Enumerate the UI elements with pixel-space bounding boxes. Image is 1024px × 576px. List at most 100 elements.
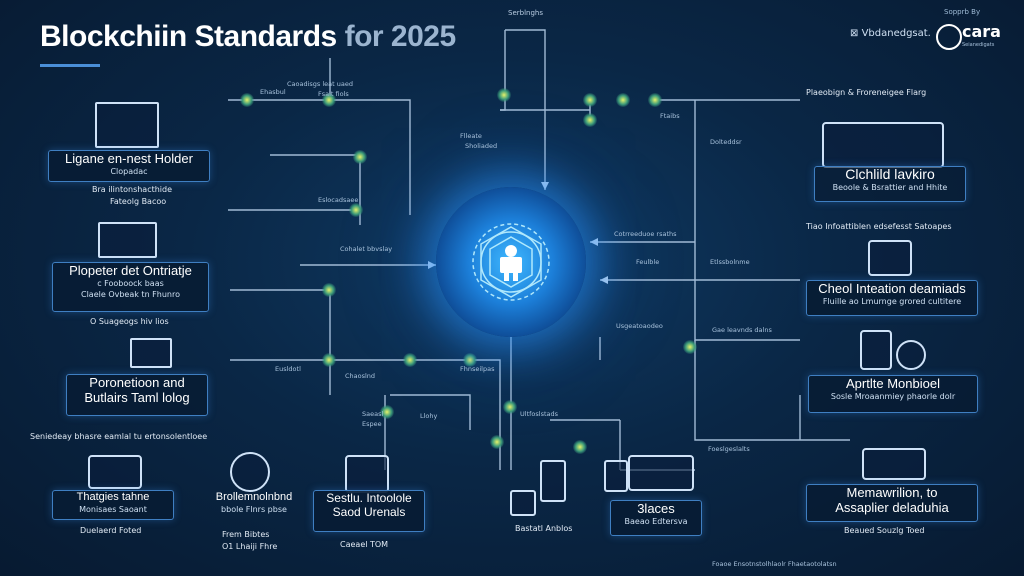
flow-label: Saeasl [362,410,384,418]
lock-screen-icon [822,122,944,168]
bottom-box-5-subtitle: Baeao Edtersva [624,517,688,526]
flow-label: Cohalet bbvslay [340,245,393,253]
monitor-icon [130,338,172,368]
shield-icon [896,340,926,370]
flow-label: Cotrreeduoe rsaths [614,230,677,238]
left-box-2-title: Plopeter det Ontriatje [69,263,192,278]
brand-circle-icon [936,24,962,50]
flow-label: Espee [362,420,382,428]
flow-node [583,113,597,127]
left-box-3[interactable]: Poronetioon and Butlairs Taml lolog [66,374,208,416]
flow-node [616,93,630,107]
brand-logo-left: ⊠ Vbdanedgsat. [850,28,931,39]
bottom-box-3-title: Sestlu. Intoolole [326,491,412,505]
right-box-2-header: Tiao Infoattiblen edsefesst Satoapes [806,222,952,231]
flow-node [497,88,511,102]
flow-label: Gae leavnds dalns [712,326,772,334]
left-box-1-caption-2: Fateolg Bacoo [110,197,167,206]
flow-node [380,405,394,419]
right-box-2-title: Cheol Inteation deamiads [818,281,966,296]
flow-label: Eusldotl [275,365,301,373]
flow-node [463,353,477,367]
left-box-3-caption: Seniedeay bhasre eamlal tu ertonsolentlo… [30,432,208,441]
bottom-box-5[interactable]: 3laces Baeao Edtersva [610,500,702,536]
gear-ring-icon [230,452,270,492]
bottom-box-3-caption: Caeael TOM [340,540,389,549]
bottom-box-2-title: Brollemnolnbnd [215,491,293,503]
flow-label: Foeslgeslalts [708,445,750,453]
flow-label: Chaoslnd [345,372,376,380]
flow-node [403,353,417,367]
brand-logo-right: cara [962,22,1001,41]
flow-label: Sholiaded [465,142,498,150]
page-title: Blockchiin Standards for 2025 [40,20,456,54]
flow-node [573,440,587,454]
right-box-4-title-2: Assaplier deladuhia [835,500,949,515]
left-box-2-subtitle: c Fooboock baas [97,279,164,288]
bottom-box-4-caption: Bastatl Anblos [515,524,573,533]
right-box-3[interactable]: Aprtlte Monbioel Sosle Mroaanmiey phaorl… [808,375,978,413]
flow-label: Dolteddsr [710,138,742,146]
bottom-box-2-caption-2: O1 Lhaiji Fhre [222,542,278,551]
flow-node [322,353,336,367]
title-main: Blockchiin Standards [40,20,345,53]
tablet-icon [860,330,892,370]
flow-label: Feulble [636,258,660,266]
left-box-1-subtitle: Clopadac [110,167,148,176]
flow-label: Llohy [420,412,438,420]
left-box-1-title: Ligane en-nest Holder [65,151,193,166]
flow-label: Flleate [460,132,482,140]
bottom-box-3[interactable]: Sestlu. Intoolole Saod Urenals [313,490,425,532]
flow-node [490,435,504,449]
server-icon [862,448,926,480]
flow-node [648,93,662,107]
flow-label: Caoadisgs leat uaed [287,80,354,88]
phone-icon-2 [510,490,536,516]
brand-right-small: Seianedigats [962,42,995,48]
flow-label: Etlssbolnme [710,258,750,266]
flow-label: Fsalt fiols [318,90,349,98]
phone-icon [540,460,566,502]
right-box-1[interactable]: Clchlild lavkiro Beoole & Bsrattier and … [814,166,966,202]
flow-label: Eslocadsaee [318,196,359,204]
bottom-box-1-caption: Duelaerd Foted [80,526,142,535]
flow-node [322,283,336,297]
left-box-2[interactable]: Plopeter det Ontriatje c Fooboock baas C… [52,262,209,312]
right-box-1-subtitle: Beoole & Bsrattier and Hhite [832,183,948,192]
title-sub: for 2025 [344,20,457,53]
bottom-box-2-caption: Frem Bibtes [222,530,270,539]
right-box-2-subtitle: Fluille ao Lmurnge grored cultitere [822,297,962,306]
left-box-1[interactable]: Ligane en-nest Holder Clopadac [48,150,210,182]
right-box-4-caption: Beaued Souzlg Toed [844,526,925,535]
left-box-3-title-2: Butlairs Taml lolog [84,390,190,405]
bottom-box-1-title: Thatgies tahne [76,491,150,503]
right-box-3-title: Aprtlte Monbioel [846,376,940,391]
right-box-4[interactable]: Memawrilion, to Assaplier deladuhia [806,484,978,522]
device-icon [604,460,628,492]
flow-node [683,340,697,354]
headset-icon [345,455,389,493]
flow-label: Ehasbul [260,88,286,96]
flow-label: Usgeatoaodeo [616,322,663,330]
flow-label: Ultfoslstads [520,410,559,418]
hub-lattice-icon [472,223,550,301]
left-box-1-caption: Bra ilintonshacthide [92,185,173,194]
flow-node [583,93,597,107]
left-box-3-title: Poronetioon and [89,375,185,390]
right-box-2[interactable]: Cheol Inteation deamiads Fluille ao Lmur… [806,280,978,316]
brand-left-icon: ⊠ [850,28,862,39]
flow-node [349,203,363,217]
flow-label: Foaoe Ensotnstolhlaolr Fhaetaotolatsn [712,560,837,568]
flow-node [240,93,254,107]
flow-label: Ftaibs [660,112,680,120]
wallet-icon [628,455,694,491]
flow-label: Fhnseilpas [460,365,495,373]
bottom-box-1[interactable]: Thatgies tahne Monisaes Saoant [52,490,174,520]
bottom-box-2[interactable]: Brollemnolnbnd bbole Flnrs pbse [198,490,310,520]
book-icon [95,102,159,148]
bottom-box-5-title: 3laces [637,501,675,516]
sponsor-label: Sopprb By [944,8,981,16]
terminal-icon [868,240,912,276]
flow-node [322,93,336,107]
laptop-icon [98,222,157,258]
